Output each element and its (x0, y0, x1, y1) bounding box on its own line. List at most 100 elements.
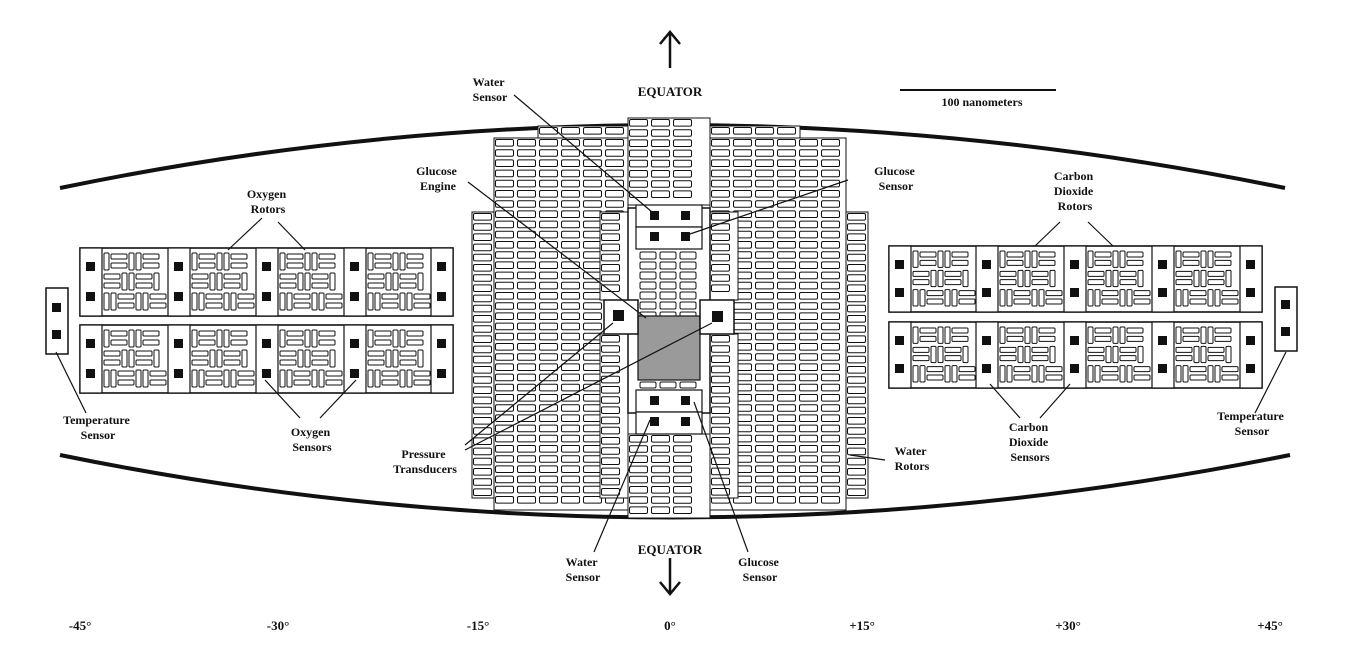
water-rotor (821, 373, 840, 382)
co2-rotors-label: Carbon Dioxide Rotors (1054, 169, 1096, 213)
water-rotor (847, 304, 866, 313)
water-rotor (651, 435, 670, 443)
water-rotor (517, 241, 536, 249)
co2-sensors-label: Carbon Dioxide Sensors (1009, 420, 1051, 464)
water-rotor (847, 325, 866, 333)
water-rotor (821, 424, 840, 433)
water-rotor (847, 417, 866, 425)
temperature-sensor-left-box (45, 287, 69, 355)
water-rotor (473, 386, 492, 394)
water-rotor (473, 335, 492, 343)
water-rotor (583, 251, 602, 259)
water-rotor (799, 261, 818, 269)
water-rotor (777, 455, 796, 463)
water-rotor (755, 200, 774, 208)
water-rotor (495, 343, 514, 351)
water-rotor (495, 322, 514, 331)
water-rotor (517, 373, 536, 382)
water-rotor (711, 200, 730, 208)
glucose-engine-label: Glucose Engine (416, 164, 460, 193)
latitude-tick-label: -45° (69, 618, 92, 633)
water-rotor (777, 383, 796, 392)
water-rotor (495, 485, 514, 494)
water-rotor (517, 404, 536, 412)
glucose-sensor-top (635, 226, 703, 250)
water-rotor (517, 434, 536, 443)
water-rotor (847, 366, 866, 374)
water-rotor (821, 230, 840, 239)
water-rotor (755, 363, 774, 371)
water-rotor (733, 169, 752, 178)
water-rotor (539, 424, 558, 433)
water-rotor (755, 383, 774, 392)
water-rotor (755, 169, 774, 178)
water-sensor-bottom-label: Water Sensor (566, 555, 601, 584)
water-rotor (821, 322, 840, 331)
water-rotor (495, 353, 514, 361)
water-rotor (711, 284, 730, 292)
water-rotor (847, 447, 866, 456)
water-rotor (651, 475, 670, 484)
water-rotor (651, 180, 670, 188)
water-rotor (495, 241, 514, 249)
water-rotor (561, 220, 580, 229)
water-rotor (583, 424, 602, 433)
water-rotor (605, 159, 624, 167)
water-rotor (711, 264, 730, 272)
water-rotor (561, 302, 580, 310)
water-rotor (847, 376, 866, 384)
water-rotor (601, 406, 620, 414)
water-rotor (561, 271, 580, 280)
water-rotor (673, 159, 692, 168)
latitude-tick-label: +45° (1257, 618, 1283, 633)
leader-lines (55, 94, 1287, 553)
water-rotor (821, 159, 840, 167)
water-rotor (539, 220, 558, 229)
water-rotor (821, 445, 840, 453)
water-rotor (777, 210, 796, 218)
water-sensor-top (635, 204, 703, 228)
water-rotor (583, 127, 602, 135)
water-rotor (777, 190, 796, 198)
central-sensor-column (603, 204, 735, 435)
water-rotor (561, 414, 580, 422)
water-rotor (651, 170, 670, 178)
water-rotor (755, 445, 774, 453)
water-rotor (583, 149, 602, 157)
water-rotor (601, 223, 620, 231)
water-rotor (561, 475, 580, 484)
water-rotor (539, 190, 558, 198)
water-rotor (495, 312, 514, 320)
water-rotor (601, 467, 620, 476)
water-rotor (601, 274, 620, 282)
water-rotor (495, 220, 514, 229)
water-rotor (517, 261, 536, 269)
water-rotor (711, 355, 730, 363)
water-rotor (517, 169, 536, 178)
water-rotor (777, 465, 796, 473)
latitude-tick-label: -15° (467, 618, 490, 633)
water-rotor (821, 343, 840, 351)
water-rotor (799, 394, 818, 402)
water-rotor (711, 396, 730, 404)
water-rotor (847, 457, 866, 466)
water-rotor (711, 233, 730, 241)
water-rotor (821, 465, 840, 473)
water-rotor (539, 292, 558, 300)
water-rotor (583, 302, 602, 310)
water-rotor (651, 159, 670, 168)
water-rotor (517, 230, 536, 239)
water-rotor (495, 383, 514, 392)
latitude-axis: -45°-30°-15°0°+15°+30°+45° (69, 618, 1283, 633)
water-rotor (799, 159, 818, 167)
water-rotor (539, 251, 558, 259)
water-rotor (629, 475, 648, 484)
water-rotor (711, 190, 730, 198)
water-rotor (733, 139, 752, 147)
water-rotor (711, 447, 730, 455)
scale-bar-label: 100 nanometers (942, 95, 1023, 109)
water-rotor (777, 312, 796, 320)
water-rotor (651, 149, 670, 158)
water-rotor (605, 149, 624, 157)
water-rotor (517, 383, 536, 392)
